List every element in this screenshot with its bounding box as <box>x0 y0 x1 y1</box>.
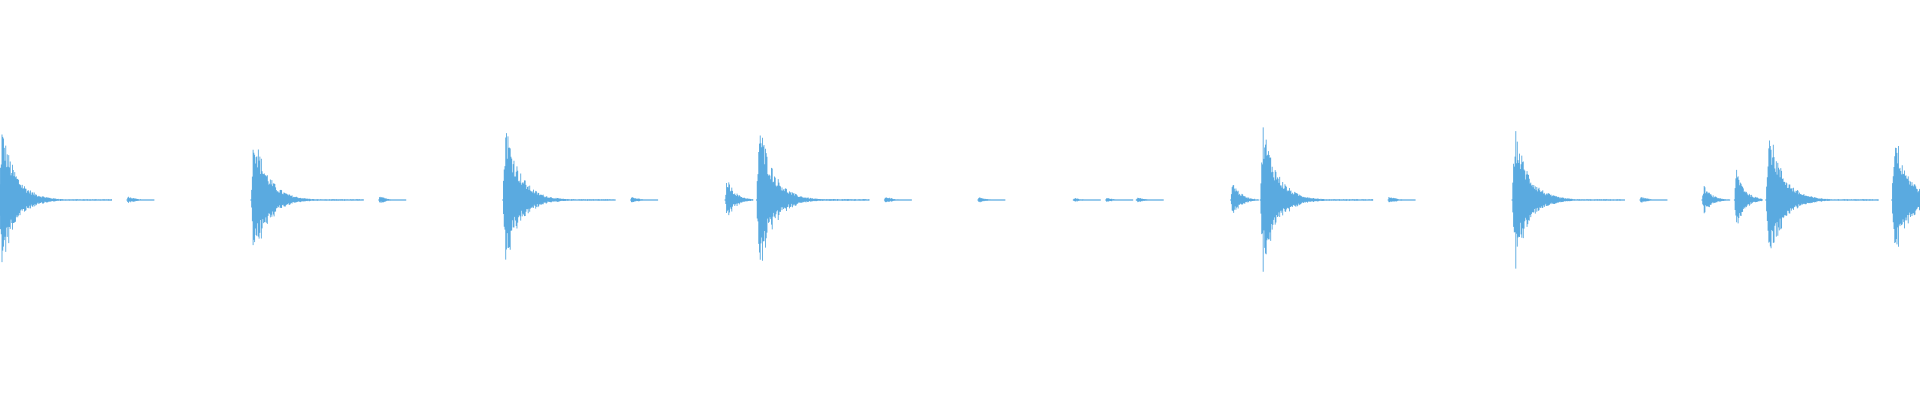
waveform-hit-path <box>1511 131 1625 269</box>
waveform-hit <box>1135 197 1164 203</box>
waveform-hit-path <box>1891 146 1920 247</box>
waveform-hit <box>977 197 1006 203</box>
waveform-hit-path <box>1105 198 1134 202</box>
waveform-hit-path <box>250 149 364 246</box>
waveform-hit-path <box>1639 197 1668 203</box>
waveform-hit <box>883 197 912 203</box>
waveform-hit <box>1230 185 1259 213</box>
waveform-hit-path <box>724 182 754 216</box>
waveform-hit-path <box>1765 140 1879 249</box>
waveform-hit-path <box>1135 197 1164 203</box>
waveform-hit-path <box>1259 127 1374 272</box>
waveform-hit <box>1733 169 1763 224</box>
waveform-hit <box>1511 131 1625 269</box>
waveform-hit-path <box>630 197 659 203</box>
waveform-hit-path <box>502 133 616 260</box>
waveform-hit <box>1639 197 1668 203</box>
waveform-hit-path <box>0 134 112 263</box>
waveform-hit <box>126 196 155 203</box>
waveform-hit <box>724 182 754 216</box>
waveform-trace <box>0 127 1920 272</box>
waveform-hit <box>1259 127 1374 272</box>
waveform-hit-path <box>1072 198 1101 202</box>
waveform-hit <box>630 197 659 203</box>
waveform-hit-path <box>977 197 1006 203</box>
waveform-hit <box>378 196 407 203</box>
waveform-hit-path <box>883 197 912 203</box>
waveform-hit-path <box>1701 185 1731 214</box>
waveform-hit-path <box>756 135 870 261</box>
waveform-hit-path <box>1387 197 1416 203</box>
waveform-hit <box>0 134 112 263</box>
waveform-hit <box>502 133 616 260</box>
waveform-hit <box>1072 198 1101 202</box>
waveform-hit <box>756 135 870 261</box>
waveform-hit-path <box>1733 169 1763 224</box>
waveform-hit <box>1765 140 1879 249</box>
waveform-hit <box>1387 197 1416 203</box>
waveform-hit <box>1891 146 1920 247</box>
waveform-hit-path <box>378 196 407 203</box>
waveform-hit-path <box>126 196 155 203</box>
waveform-hit <box>250 149 364 246</box>
waveform-hit <box>1701 185 1731 214</box>
waveform-hit <box>1105 198 1134 202</box>
waveform-hit-path <box>1230 185 1259 213</box>
